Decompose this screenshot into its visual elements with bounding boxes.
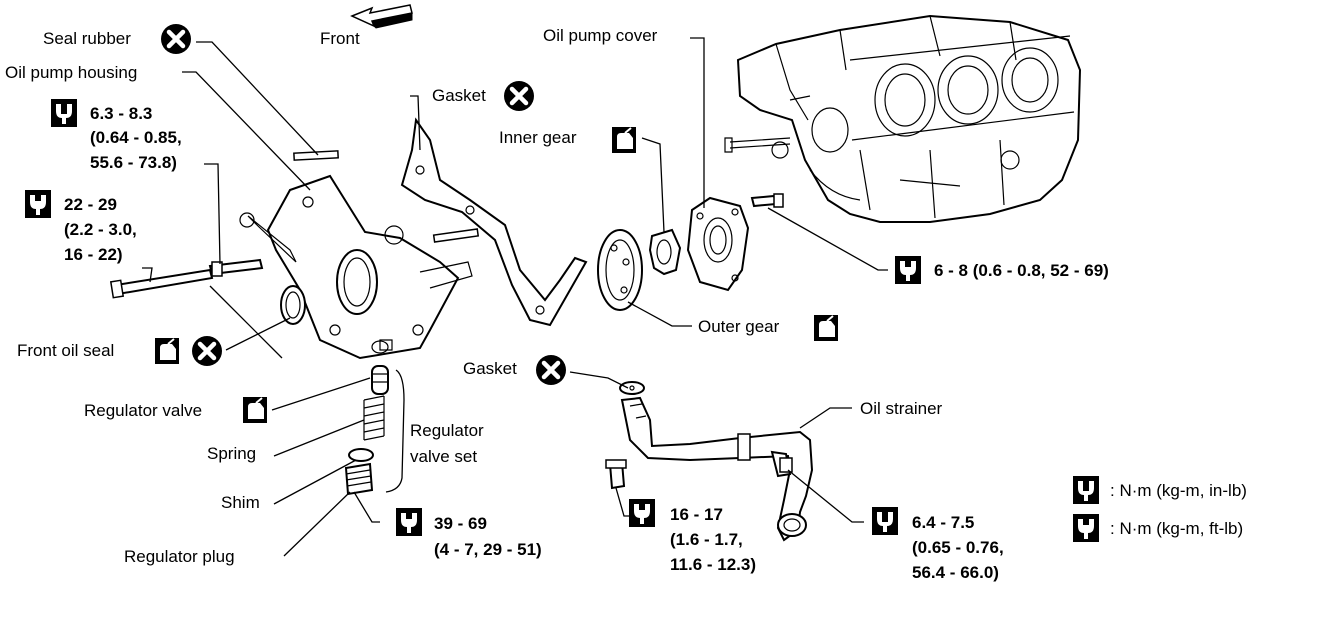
outer-gear-label: Outer gear — [698, 317, 780, 336]
oil-pump-cover-part — [686, 196, 750, 292]
strainer-bolt-right-torque-1: 6.4 - 7.5 — [912, 513, 974, 532]
cover-bolt-torque: 6 - 8 (0.6 - 0.8, 52 - 69) — [934, 261, 1109, 280]
oil-can-icon — [813, 314, 839, 342]
shim-label: Shim — [221, 493, 260, 512]
torque-ft-lb-icon — [25, 190, 51, 218]
legend-ft-lb-text: : N·m (kg-m, ft-lb) — [1110, 519, 1243, 538]
legend-torque-in-lb-icon — [1073, 476, 1099, 504]
strainer-bolt-left-torque-3: 11.6 - 12.3) — [670, 555, 756, 574]
oil-strainer-label: Oil strainer — [860, 399, 943, 418]
torque-ft-lb-icon — [895, 256, 921, 284]
long-bolt-part — [109, 268, 214, 299]
legend: : N·m (kg-m, in-lb) : N·m (kg-m, ft-lb) — [1073, 476, 1247, 542]
torque-in-lb-icon — [872, 507, 898, 535]
long-bolt-torque-3: 16 - 22) — [64, 245, 123, 264]
strainer-bolt-right-part — [770, 450, 793, 478]
front-oil-seal-label: Front oil seal — [17, 341, 114, 360]
regulator-valve-set-label-1: Regulator — [410, 421, 484, 440]
gasket-top-part — [400, 117, 588, 327]
regulator-valve-set-label-2: valve set — [410, 447, 477, 466]
leader-lines — [142, 37, 888, 557]
oil-pump-housing-part — [239, 174, 473, 360]
dowel-pin — [293, 150, 480, 243]
strainer-bolt-left-torque-1: 16 - 17 — [670, 505, 723, 524]
cover-bolt-part — [750, 193, 784, 208]
gasket-top-label: Gasket — [432, 86, 486, 105]
oil-can-icon — [611, 126, 637, 154]
legend-in-lb-text: : N·m (kg-m, in-lb) — [1110, 481, 1247, 500]
do-not-reuse-icon — [536, 355, 566, 385]
strainer-bolt-right-torque-3: 56.4 - 66.0) — [912, 563, 999, 582]
outer-gear-part — [597, 229, 643, 311]
oil-pump-cover-label: Oil pump cover — [543, 26, 658, 45]
spring-label: Spring — [207, 444, 256, 463]
short-bolt-part — [208, 258, 264, 277]
oil-can-icon — [154, 337, 180, 365]
inner-gear-label: Inner gear — [499, 128, 577, 147]
plug-torque-2: (4 - 7, 29 - 51) — [434, 540, 542, 559]
strainer-bolt-left-part — [605, 459, 627, 490]
plug-torque-1: 39 - 69 — [434, 514, 487, 533]
legend-torque-ft-lb-icon — [1073, 514, 1099, 542]
regulator-valve-label: Regulator valve — [84, 401, 202, 420]
do-not-reuse-icon — [504, 81, 534, 111]
regulator-plug-label: Regulator plug — [124, 547, 235, 566]
oil-strainer-part — [619, 381, 814, 542]
strainer-bolt-right-torque-2: (0.65 - 0.76, — [912, 538, 1004, 557]
seal-rubber-label: Seal rubber — [43, 29, 131, 48]
do-not-reuse-icon — [192, 336, 222, 366]
valve-set-bracket — [385, 369, 405, 493]
gasket-bottom-label: Gasket — [463, 359, 517, 378]
engine-block — [724, 14, 1082, 223]
spring-part — [363, 395, 385, 441]
do-not-reuse-icon — [161, 24, 191, 54]
inner-gear-part — [648, 228, 682, 276]
oil-can-icon — [242, 396, 268, 424]
long-bolt-torque-1: 22 - 29 — [64, 195, 117, 214]
torque-ft-lb-icon — [629, 499, 655, 527]
regulator-plug-part — [344, 462, 374, 496]
oil-pump-housing-label: Oil pump housing — [5, 63, 137, 82]
front-arrow-icon — [350, 4, 413, 29]
housing-bolt-torque-1: 6.3 - 8.3 — [90, 104, 152, 123]
housing-bolt-torque-2: (0.64 - 0.85, — [90, 128, 182, 147]
regulator-valve-part — [371, 365, 389, 395]
torque-ft-lb-icon — [396, 508, 422, 536]
front-oil-seal-part — [280, 285, 306, 325]
strainer-bolt-left-torque-2: (1.6 - 1.7, — [670, 530, 743, 549]
torque-in-lb-icon — [51, 99, 77, 127]
long-bolt-torque-2: (2.2 - 3.0, — [64, 220, 137, 239]
front-label: Front — [320, 29, 360, 48]
shim-part — [348, 448, 374, 462]
housing-bolt-torque-3: 55.6 - 73.8) — [90, 153, 177, 172]
